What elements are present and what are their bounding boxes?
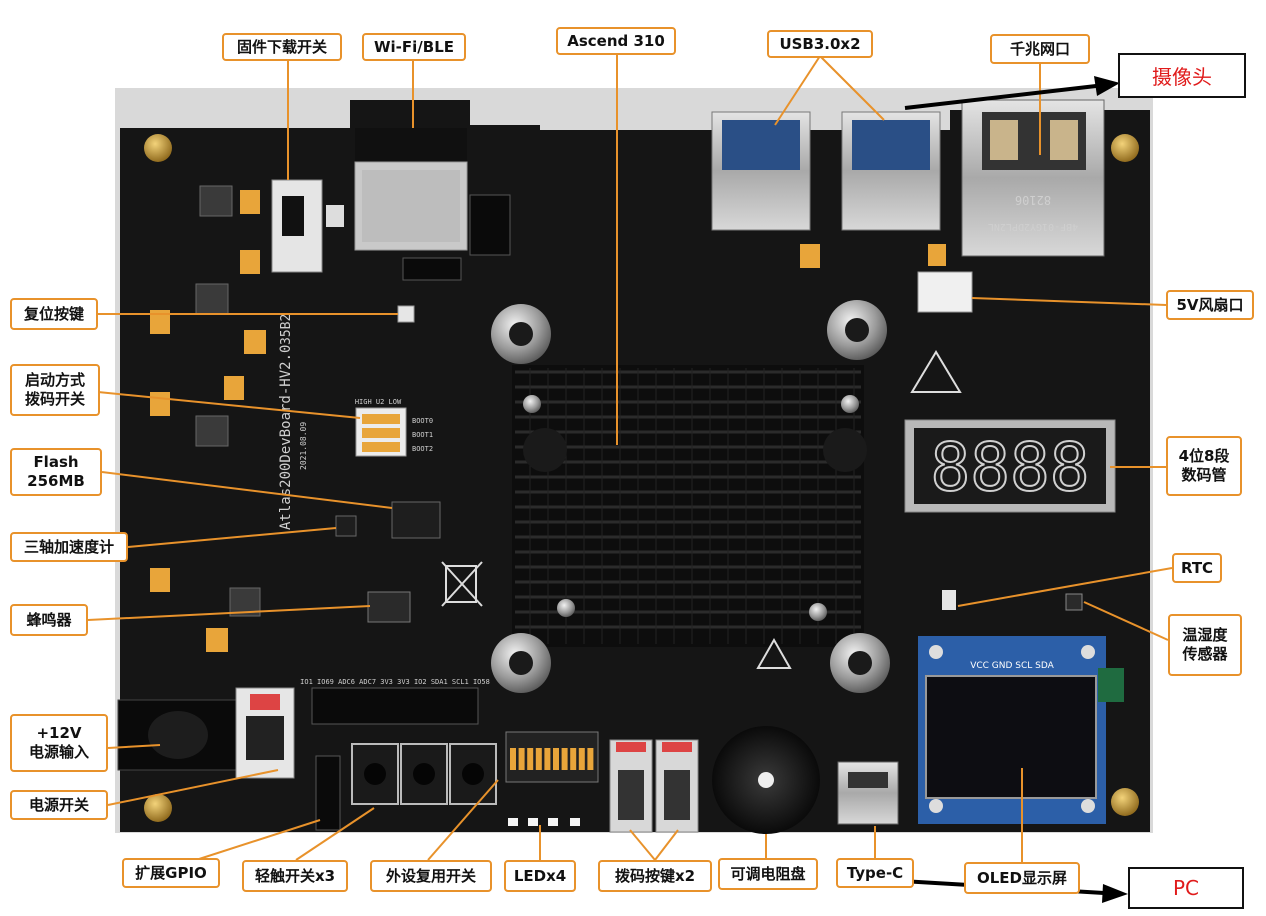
boot1-text: BOOT1 <box>412 431 433 439</box>
annotation-camera: 摄像头 <box>1118 53 1246 98</box>
power-switch-part <box>235 687 295 779</box>
board-rev-text: 35B2 <box>279 314 294 345</box>
annotation-pc: PC <box>1128 867 1244 909</box>
label-power-switch: 电源开关 <box>10 790 108 820</box>
standoff-nuts <box>491 300 890 693</box>
label-peripheral-switch: 外设复用开关 <box>370 860 492 892</box>
label-rtc: RTC <box>1172 553 1222 583</box>
label-reset: 复位按键 <box>10 298 98 330</box>
firmware-switch <box>271 179 344 273</box>
label-gpio: 扩展GPIO <box>122 858 220 888</box>
label-seven-seg: 4位8段数码管 <box>1166 436 1242 496</box>
eth-code: 82106 <box>1015 193 1051 207</box>
label-oled: OLED显示屏 <box>964 862 1080 894</box>
label-dip-keys: 拨码按键x2 <box>598 860 712 892</box>
eth-text: 4BF-01GY2DPL2NL <box>988 221 1078 232</box>
flash-chip <box>391 501 441 539</box>
buzzer <box>367 591 411 623</box>
seven-segment-display: 8888 <box>904 419 1116 513</box>
label-boot-mode: 启动方式拨码开关 <box>10 364 100 416</box>
label-buzzer: 蜂鸣器 <box>10 604 88 636</box>
board-name-text: Atlas200DevBoard-HV2.0 <box>278 345 294 530</box>
power-jack <box>117 699 243 771</box>
reset-button <box>397 305 415 323</box>
wifi-module <box>354 128 468 251</box>
heatsink <box>512 365 867 647</box>
boot2-text: BOOT2 <box>412 445 433 453</box>
label-potentiometer: 可调电阻盘 <box>718 858 818 890</box>
oled-pins-text: VCC GND SCL SDA <box>970 661 1054 671</box>
gpio-header: IO1 IO69 ADC6 ADC7 3V3 3V3 IO2 SDA1 SCL1… <box>300 678 490 831</box>
boot-header-text: HIGH U2 LOW <box>355 398 402 406</box>
potentiometer-knob <box>712 726 820 834</box>
dip-keys <box>609 739 699 833</box>
label-firmware-switch: 固件下载开关 <box>222 33 342 61</box>
boot-dip-switch <box>355 407 407 457</box>
leds <box>508 818 580 826</box>
esd-warning-icon <box>910 350 962 393</box>
label-leds: LEDx4 <box>504 860 576 892</box>
weee-icon <box>441 561 483 607</box>
accelerometer-chip <box>335 515 357 537</box>
gpio-header-text: IO1 IO69 ADC6 ADC7 3V3 3V3 IO2 SDA1 SCL1… <box>300 678 490 686</box>
label-wifi-ble: Wi-Fi/BLE <box>362 33 466 61</box>
label-temp-humidity: 温湿度传感器 <box>1168 614 1242 676</box>
temp-humidity-chip <box>1065 593 1083 611</box>
typec-port <box>837 761 899 825</box>
boot0-text: BOOT0 <box>412 417 433 425</box>
oled-module: VCC GND SCL SDA <box>918 636 1106 824</box>
label-accelerometer: 三轴加速度计 <box>10 532 128 562</box>
ethernet-jack: 82106 4BF-01GY2DPL2NL <box>961 99 1105 257</box>
label-usb: USB3.0x2 <box>767 30 873 58</box>
mounting-holes <box>144 134 1139 822</box>
inductors <box>195 185 261 617</box>
seven-seg-digits: 8888 <box>931 429 1090 506</box>
usb-ports <box>711 111 941 231</box>
rtc-chip <box>942 590 956 610</box>
label-tact-switch: 轻触开关x3 <box>242 860 348 892</box>
peripheral-dip-switch <box>505 731 599 783</box>
board-date-text: 2021.08.09 <box>299 422 308 470</box>
small-headers <box>402 194 511 281</box>
label-ethernet: 千兆网口 <box>990 34 1090 64</box>
leader-lines <box>87 55 1173 862</box>
label-fan: 5V风扇口 <box>1166 290 1254 320</box>
label-typec: Type-C <box>836 858 914 888</box>
label-ascend: Ascend 310 <box>556 27 676 55</box>
fan-connector <box>917 271 973 313</box>
